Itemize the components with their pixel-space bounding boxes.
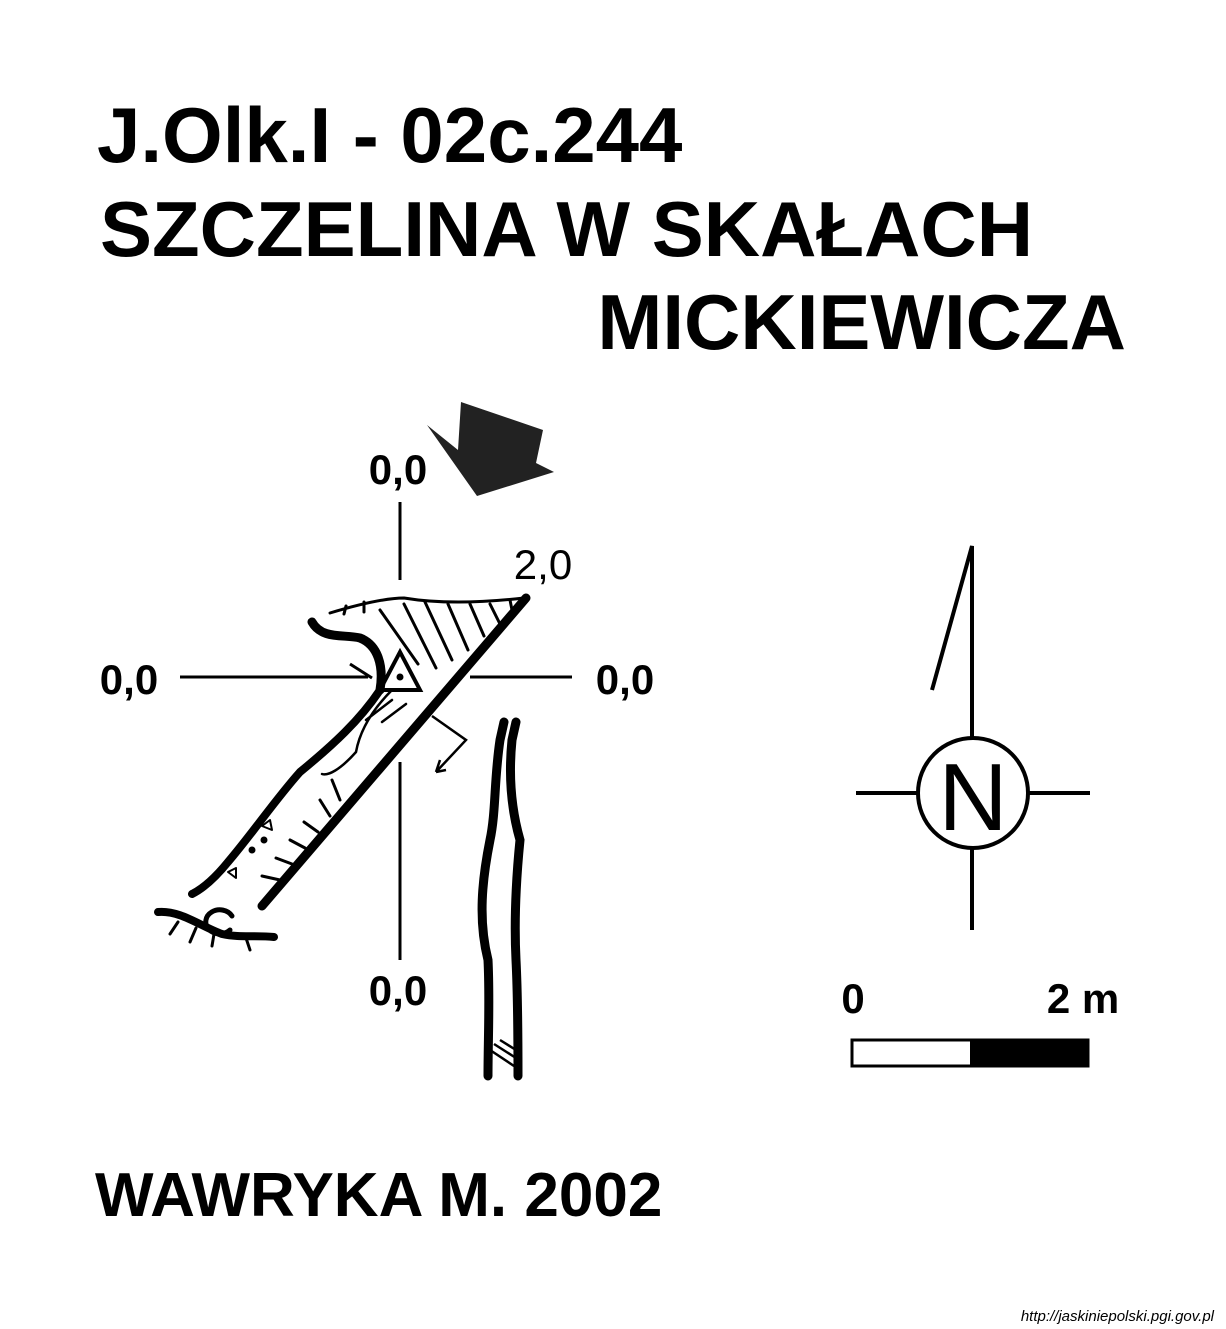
label-right: 0,0 bbox=[596, 656, 654, 703]
profile-floor-hachure bbox=[489, 1038, 517, 1068]
entrance-arrow-icon bbox=[427, 402, 554, 496]
datum-triangle-icon bbox=[349, 647, 424, 692]
reference-cross bbox=[180, 502, 572, 960]
cave-plan bbox=[154, 593, 531, 952]
label-bottom: 0,0 bbox=[369, 967, 427, 1014]
north-arrow-icon bbox=[856, 545, 1090, 930]
scale-start-label: 0 bbox=[841, 975, 864, 1022]
scale-end-label: 2 m bbox=[1047, 975, 1119, 1022]
scale-bar-filled bbox=[970, 1040, 1088, 1066]
north-letter: N bbox=[938, 744, 1007, 851]
author-credit: WAWRYKA M. 2002 bbox=[95, 1161, 663, 1230]
label-left: 0,0 bbox=[100, 656, 158, 703]
cave-name-line1: SZCZELINA W SKAŁACH bbox=[100, 185, 1034, 273]
scale-bar bbox=[850, 1038, 1090, 1068]
cave-profile bbox=[477, 717, 525, 1081]
cave-code: J.Olk.I - 02c.244 bbox=[97, 91, 683, 179]
slope-arrow-icon bbox=[431, 714, 468, 774]
source-url: http://jaskiniepolski.pgi.gov.pl bbox=[1020, 1308, 1214, 1325]
cave-name-line2: MICKIEWICZA bbox=[597, 278, 1126, 366]
label-top: 0,0 bbox=[369, 446, 427, 493]
label-depth: 2,0 bbox=[514, 541, 572, 588]
